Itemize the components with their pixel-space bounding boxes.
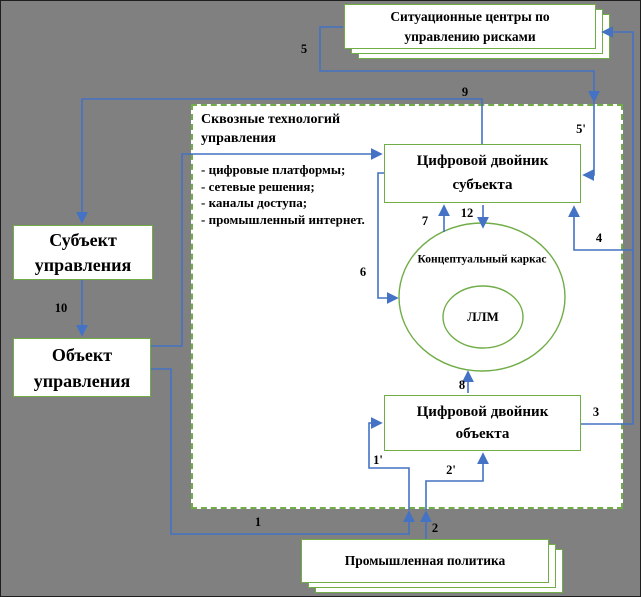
arrow-label-8: 8	[458, 377, 466, 392]
subject-label: Субъект управления	[34, 229, 132, 275]
arrow-label-1p: 1'	[373, 452, 383, 467]
industrial-policy-box: Промышленная политика	[301, 539, 549, 583]
object-label: Объект управления	[33, 344, 131, 391]
arrow-label-4: 4	[595, 230, 603, 245]
bullet-item: - цифровые платформы;	[201, 162, 346, 177]
twin-object-label: Цифровой двойник объекта	[416, 403, 549, 443]
conceptual-core-label: Концептуальный каркас	[417, 253, 547, 266]
arrow-label-9: 9	[461, 84, 469, 99]
arrow-label-3: 3	[592, 404, 600, 419]
arrow-label-1: 1	[254, 514, 262, 529]
situational-centers-label: Ситуационные центры по управлению рискам…	[390, 8, 550, 44]
twin-subject-box: Цифровой двойник субъекта	[384, 144, 581, 203]
subject-box: Субъект управления	[13, 225, 153, 280]
situational-centers-box: Ситуационные центры по управлению рискам…	[344, 4, 596, 49]
arrow-label-2p: 2'	[446, 462, 456, 477]
twin-subject-label: Цифровой двойник субъекта	[416, 153, 549, 193]
arrow-label-2: 2	[431, 520, 439, 535]
bullet-item: - промышленный интернет.	[201, 211, 365, 227]
arrow-label-6: 6	[359, 264, 367, 279]
arrow-label-5: 5	[300, 41, 308, 56]
object-box: Объект управления	[13, 338, 151, 397]
container-title: Сквозные технологий управления	[201, 112, 341, 146]
twin-object-box: Цифровой двойник объекта	[384, 395, 581, 451]
arrow-label-12: 12	[460, 205, 474, 220]
arrow-label-7: 7	[421, 213, 429, 228]
bullet-item: - сетевые решения;	[201, 178, 315, 194]
bullet-item: - каналы доступа;	[201, 195, 308, 210]
bullet-list: - цифровые платформы; - сетевые решения;…	[201, 162, 391, 228]
arrow-label-10: 10	[54, 300, 68, 315]
llm-label: ЛЛМ	[467, 309, 499, 324]
arrow-label-5p: 5'	[576, 121, 586, 136]
industrial-policy-label: Промышленная политика	[344, 553, 506, 568]
